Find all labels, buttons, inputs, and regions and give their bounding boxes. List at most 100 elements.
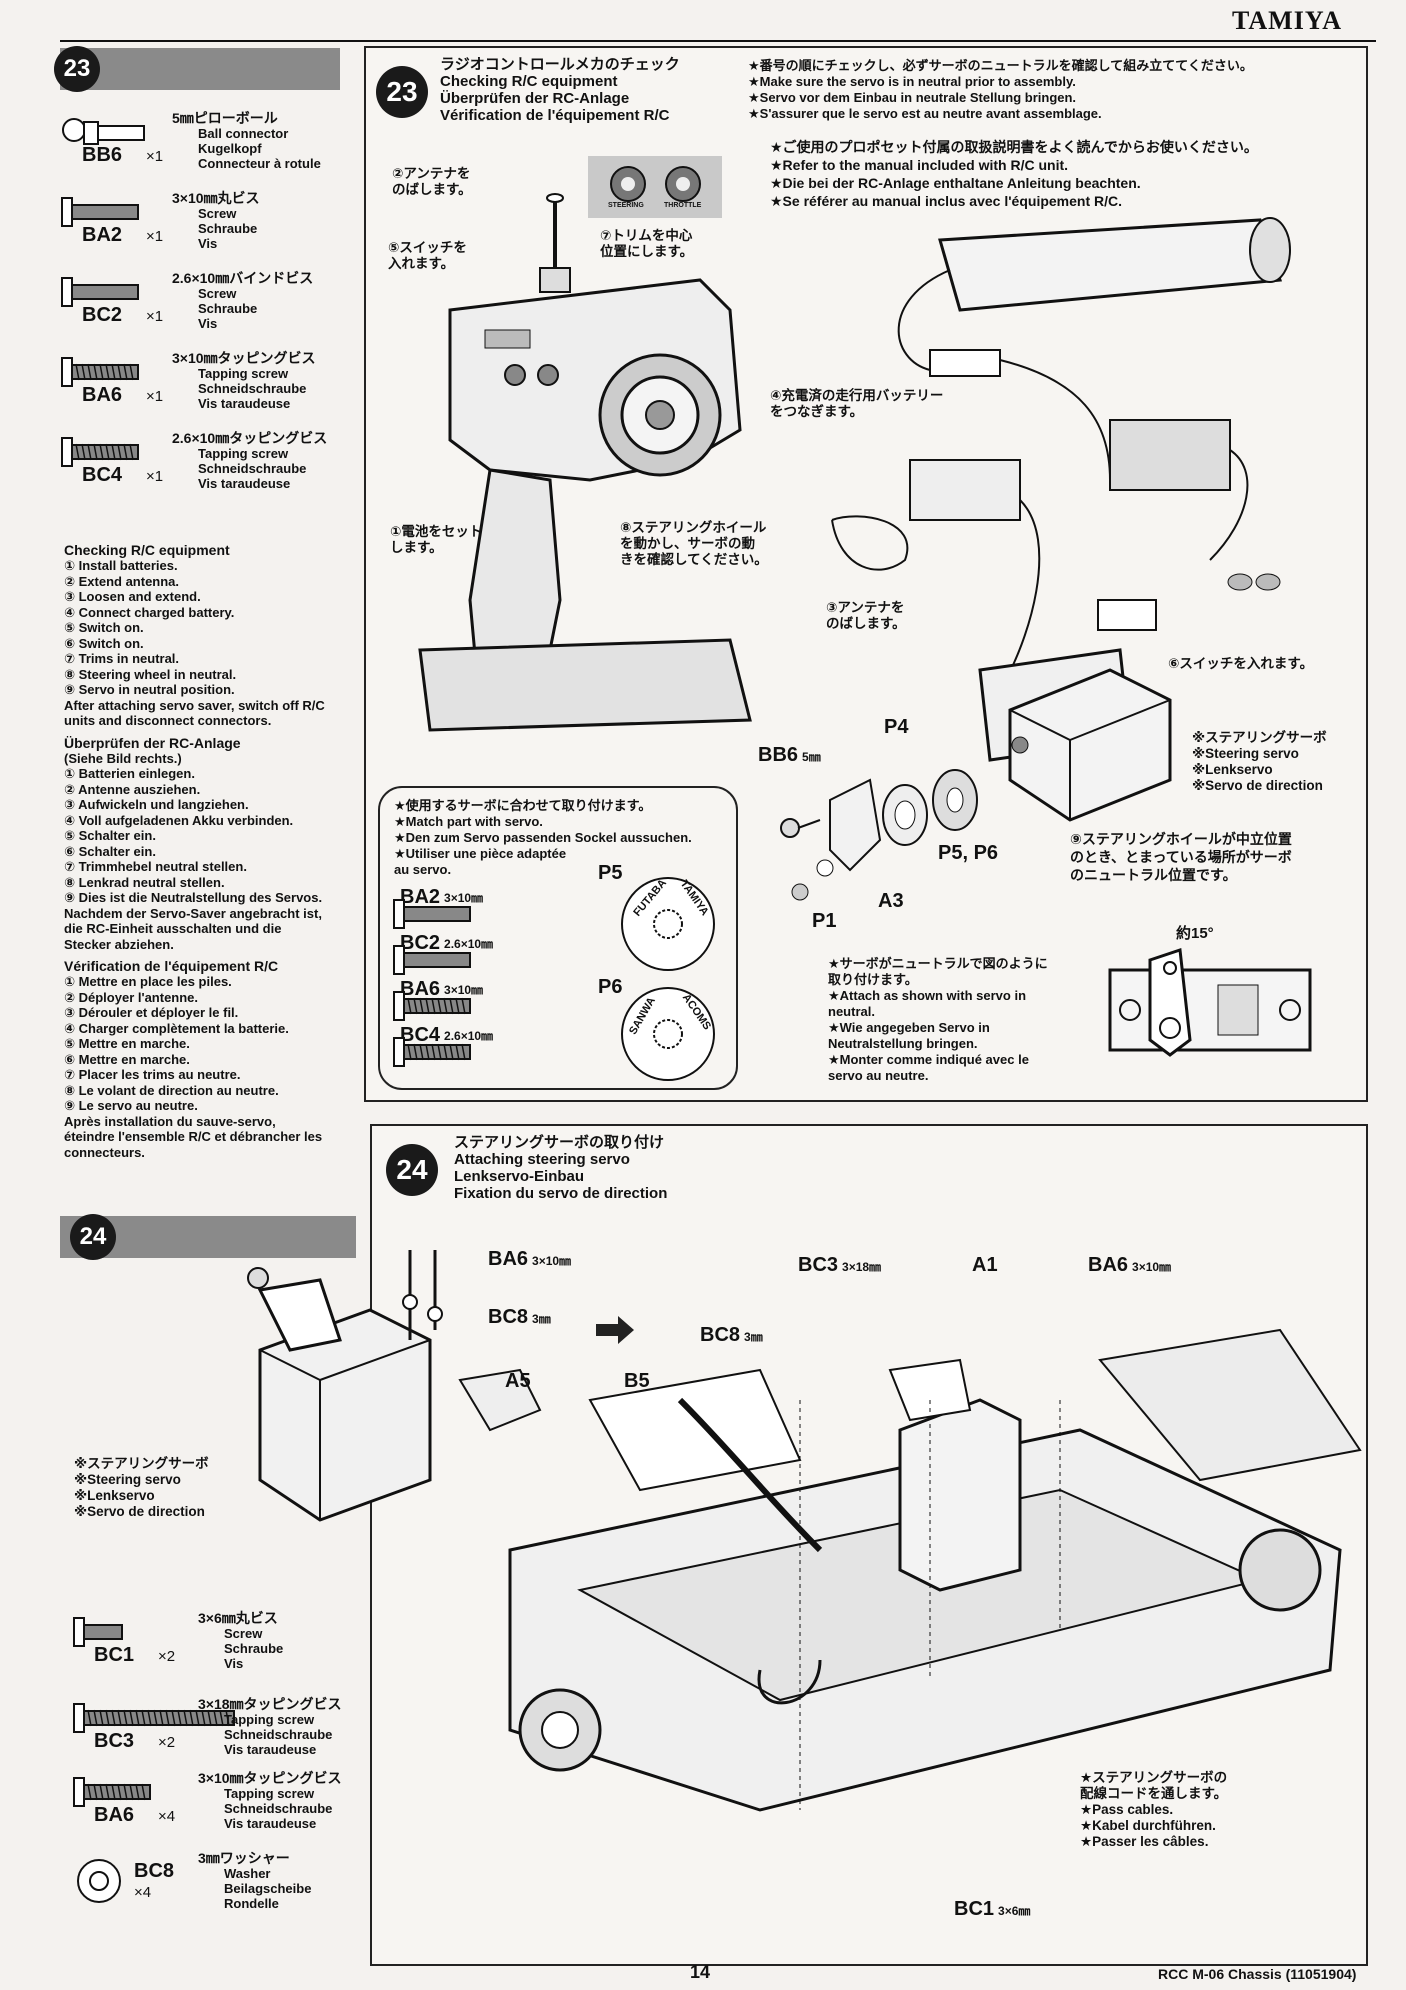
check-de-item: ⑥ Schalter ein.	[64, 843, 156, 859]
part-qty: ×1	[146, 388, 164, 405]
part-qty: ×4	[134, 1884, 152, 1901]
neutral-note-4: neutral.	[828, 1004, 875, 1019]
callout-3-l1: ③アンテナを	[826, 600, 905, 615]
label-bc8-b-code: BC8	[700, 1324, 741, 1346]
servo-label-24-fr: ※Servo de direction	[74, 1504, 205, 1519]
cable-note-3: ★Pass cables.	[1080, 1802, 1174, 1817]
part-title-ja: 5㎜ピローボール	[172, 110, 278, 126]
part-title-fr: Vis	[198, 236, 218, 251]
servo-label-24-en: ※Steering servo	[74, 1472, 181, 1487]
part-title-de: Schneidschraube	[198, 381, 307, 396]
trim-dials-icon	[610, 166, 701, 202]
label-a5: A5	[505, 1370, 531, 1392]
part-title-ja: 3×10㎜タッピングビス	[172, 350, 316, 366]
panel23-number: 23	[376, 66, 428, 118]
part-title-fr: Vis taraudeuse	[224, 1816, 317, 1831]
note2-de: ★Die bei der RC-Anlage enthaltane Anleit…	[770, 175, 1141, 191]
cable-note-2: 配線コードを通します。	[1080, 1786, 1228, 1801]
panel23-notes2: ★ご使用のプロポセット付属の取扱説明書をよく読んでからお使いください。 ★Ref…	[770, 138, 1258, 210]
callout-5-l1: ⑤スイッチを	[388, 240, 467, 255]
screw-code: BC2	[400, 932, 441, 954]
part-code: BA6	[94, 1804, 135, 1826]
callout-7-l2: 位置にします。	[600, 244, 694, 259]
note1-en: ★Make sure the servo is in neutral prior…	[748, 74, 1076, 89]
note2-ja: ★ご使用のプロポセット付属の取扱説明書をよく読んでからお使いください。	[770, 139, 1258, 155]
label-ba6-b-dim: 3×10㎜	[1132, 1260, 1172, 1274]
check-de-item: ⑤ Schalter ein.	[64, 828, 156, 843]
check-de-list: ① Batterien einlegen.② Antenne ausziehen…	[64, 766, 364, 952]
label-bc8-a-dim: 3㎜	[532, 1312, 551, 1326]
panel23-title-fr: Vérification de l'équipement R/C	[440, 107, 670, 124]
part-title-de: Schraube	[198, 301, 258, 316]
label-bc3-dim: 3×18㎜	[842, 1260, 882, 1274]
servo-label-24-ja: ※ステアリングサーボ	[74, 1456, 209, 1471]
neutral-note-1: ★サーボがニュートラルで図のように	[828, 956, 1048, 971]
label-bc1-code: BC1	[954, 1898, 995, 1920]
screw-code: BA2	[400, 886, 441, 908]
callout-3: ③アンテナを のばします。	[826, 600, 906, 632]
screw-code: BC4	[400, 1024, 441, 1046]
cable-note-4: ★Kabel durchführen.	[1080, 1818, 1216, 1833]
screw-code: BA6	[400, 978, 441, 1000]
check-fr-title: Vérification de l'équipement R/C	[64, 958, 279, 974]
check-fr-item: ⑦ Placer les trims au neutre.	[64, 1067, 241, 1082]
label-p56: P5, P6	[938, 842, 999, 864]
check-de-title: Überprüfen der RC-Anlage	[64, 734, 241, 751]
label-a1: A1	[972, 1254, 998, 1276]
neutral-note-5: ★Wie angegeben Servo in	[828, 1020, 990, 1035]
footer-model: RCC M-06 Chassis (11051904)	[1158, 1966, 1357, 1982]
part-title-fr: Connecteur à rotule	[198, 156, 321, 171]
check-en-item: ⑧ Steering wheel in neutral.	[64, 666, 237, 682]
part-title-fr: Vis	[224, 1656, 244, 1671]
callout-7-l1: ⑦トリムを中心	[600, 228, 693, 243]
servo-label-24-de: ※Lenkservo	[74, 1488, 155, 1503]
check-en-list: ① Install batteries.② Extend antenna.③ L…	[64, 558, 364, 729]
step24-number: 24	[70, 1214, 116, 1260]
callout-2-l1: ②アンテナを	[392, 166, 471, 181]
chassis-illustration	[508, 1328, 1362, 1812]
callout-4: ④充電済の走行用バッテリー をつなぎます。	[770, 388, 943, 420]
label-bb6-code: BB6	[758, 744, 799, 766]
part-title-fr: Vis taraudeuse	[198, 396, 291, 411]
direction-arrow-icon	[596, 1316, 634, 1344]
check-en-item: ② Extend antenna.	[64, 573, 180, 589]
neutral-notes: ★サーボがニュートラルで図のように 取り付けます。 ★Attach as sho…	[828, 956, 1078, 1084]
check-de-item: ⑧ Lenkrad neutral stellen.	[64, 874, 225, 890]
label-p1: P1	[812, 910, 837, 932]
match-notes: ★使用するサーボに合わせて取り付けます。 ★Match part with se…	[394, 798, 692, 878]
check-en-item: ⑥ Switch on.	[64, 635, 144, 651]
panel24-number: 24	[386, 1144, 438, 1196]
cable-note-5: ★Passer les câbles.	[1080, 1834, 1209, 1849]
callout-1-l2: します。	[390, 540, 443, 555]
screw-dim: 2.6×10㎜	[444, 1029, 494, 1043]
check-de-item: ③ Aufwickeln und langziehen.	[64, 797, 249, 812]
servo-neutral-diagram	[1108, 947, 1312, 1057]
servo-label-23-fr: ※Servo de direction	[1192, 778, 1323, 793]
callout-9-l1: ⑨ステアリングホイールが中立位置	[1070, 831, 1292, 847]
part-title-ja: 2.6×10㎜タッピングビス	[172, 430, 328, 446]
part-code: BC8	[134, 1860, 175, 1882]
part-title-ja: 3×10㎜丸ビス	[172, 190, 260, 206]
panel24-title-ja: ステアリングサーボの取り付け	[454, 1134, 665, 1151]
panel23-notes1: ★番号の順にチェックし、必ずサーボのニュートラルを確認して組み立ててください。 …	[748, 58, 1253, 122]
callout-1: ①電池をセット します。	[390, 524, 482, 556]
check-fr-item: connecteurs.	[64, 1144, 145, 1160]
part-title-en: Washer	[224, 1866, 271, 1881]
callout-8-l3: きを確認してください。	[620, 552, 768, 567]
note2-fr: ★Se référer au manual inclus avec l'équi…	[770, 193, 1123, 209]
panel23-title: ラジオコントロールメカのチェック Checking R/C equipment …	[440, 56, 680, 124]
part-qty: ×2	[158, 1648, 176, 1665]
check-en-item: ④ Connect charged battery.	[64, 604, 235, 620]
label-bc8-b-dim: 3㎜	[744, 1330, 763, 1344]
callout-4-l2: をつなぎます。	[770, 404, 864, 419]
check-fr-list: ① Mettre en place les piles.② Déployer l…	[64, 974, 364, 1160]
panel24-title: ステアリングサーボの取り付け Attaching steering servo …	[454, 1134, 667, 1202]
match-note-fr2: au servo.	[394, 862, 452, 877]
